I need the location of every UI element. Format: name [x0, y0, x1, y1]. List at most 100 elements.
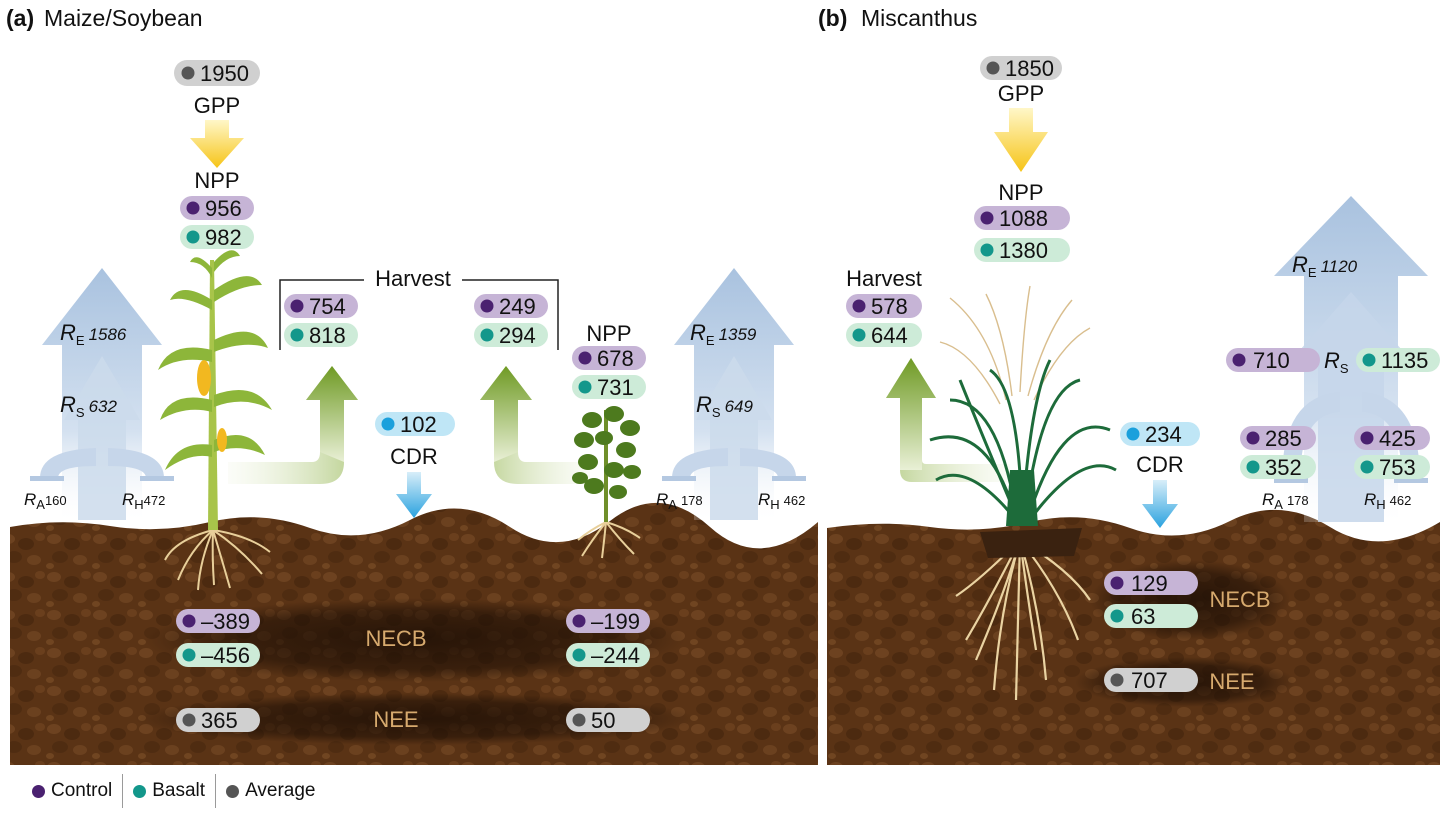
- rs-basalt-pill-b: 1135: [1356, 348, 1440, 373]
- legend: Control Basalt Average: [22, 774, 326, 808]
- soy-npp-control-pill: 678: [572, 346, 646, 371]
- svg-text:234: 234: [1145, 422, 1182, 447]
- gpp-label-b: GPP: [998, 81, 1044, 106]
- panel-b-tag: (b): [818, 5, 847, 31]
- maize-npp-label: NPP: [194, 168, 239, 193]
- cdr-label-b: CDR: [1136, 452, 1184, 477]
- svg-text:249: 249: [499, 294, 536, 319]
- svg-text:–389: –389: [201, 609, 250, 634]
- legend-divider: [122, 774, 124, 808]
- svg-text:129: 129: [1131, 571, 1168, 596]
- svg-text:102: 102: [400, 412, 437, 437]
- soy-npp-label: NPP: [586, 321, 631, 346]
- panel-b-title: Miscanthus: [861, 5, 977, 31]
- legend-control-label: Control: [51, 780, 113, 801]
- nee-label-a: NEE: [373, 707, 418, 732]
- cdr-arrow-a: [396, 472, 432, 518]
- left-rh-label-a: RH472: [122, 490, 165, 512]
- gpp-pill-b: 1850: [980, 56, 1062, 81]
- svg-text:753: 753: [1379, 455, 1416, 480]
- cdr-label-a: CDR: [390, 444, 438, 469]
- respiration-arrows-left-a: [30, 268, 174, 520]
- gpp-arrow-b: [994, 108, 1048, 172]
- svg-text:352: 352: [1265, 455, 1302, 480]
- necb-label-a: NECB: [365, 626, 426, 651]
- cdr-arrow-b: [1142, 480, 1178, 528]
- svg-text:956: 956: [205, 196, 242, 221]
- panel-a-tag: (a): [6, 5, 34, 31]
- harvest-label-b: Harvest: [846, 266, 922, 291]
- npp-control-pill-b: 1088: [974, 206, 1070, 231]
- necb-control-pill-b: 129: [1104, 571, 1198, 596]
- control-dot-icon: [32, 784, 45, 798]
- legend-divider: [215, 774, 217, 808]
- legend-average: Average: [216, 780, 325, 802]
- svg-text:365: 365: [201, 708, 238, 733]
- necb-soy-basalt-pill: –244: [566, 643, 650, 668]
- gpp-arrow-a: [190, 120, 244, 168]
- harvest-basalt-pill-b: 644: [846, 323, 922, 348]
- maize-npp-basalt-pill: 982: [180, 225, 254, 250]
- maize-npp-control-pill: 956: [180, 196, 254, 221]
- rs-control-pill-b: 710: [1226, 348, 1320, 373]
- svg-text:1380: 1380: [999, 238, 1048, 263]
- nee-average-pill-b: 707: [1104, 668, 1198, 693]
- necb-soy-control-pill: –199: [566, 609, 650, 634]
- necb-shade-a: [145, 598, 685, 682]
- average-dot-icon: [226, 784, 240, 798]
- svg-text:425: 425: [1379, 426, 1416, 451]
- svg-text:–244: –244: [591, 643, 640, 668]
- svg-text:1135: 1135: [1381, 348, 1428, 373]
- respiration-arrows-right-a: [662, 268, 806, 520]
- harvest-control-pill-b: 578: [846, 294, 922, 319]
- legend-basalt: Basalt: [123, 780, 215, 802]
- svg-text:678: 678: [597, 346, 634, 371]
- svg-text:818: 818: [309, 323, 346, 348]
- harvest-soy-control-pill: 249: [474, 294, 548, 319]
- harvest-label-a: Harvest: [375, 266, 451, 291]
- soy-npp-basalt-pill: 731: [572, 375, 646, 400]
- svg-text:294: 294: [499, 323, 536, 348]
- harvest-maize-control-pill: 754: [284, 294, 358, 319]
- npp-label-b: NPP: [998, 180, 1043, 205]
- svg-text:731: 731: [597, 375, 634, 400]
- svg-text:–199: –199: [591, 609, 640, 634]
- necb-maize-control-pill: –389: [176, 609, 260, 634]
- svg-text:644: 644: [871, 323, 908, 348]
- ra-control-pill-b: 285: [1240, 426, 1316, 451]
- nee-shade-a: [135, 693, 695, 745]
- harvest-arrow-b: [886, 358, 1010, 482]
- svg-text:1950: 1950: [200, 61, 249, 86]
- soil-panel-b: [827, 509, 1440, 765]
- svg-text:1850: 1850: [1005, 56, 1054, 81]
- harvest-arrow-soy: [480, 366, 590, 484]
- gpp-label-a: GPP: [194, 93, 240, 118]
- legend-average-label: Average: [245, 780, 316, 801]
- rs-label-b: RS: [1324, 348, 1349, 376]
- harvest-maize-basalt-pill: 818: [284, 323, 358, 348]
- necb-label-b: NECB: [1209, 587, 1270, 612]
- necb-basalt-pill-b: 63: [1104, 604, 1198, 629]
- nee-maize-average-pill: 365: [176, 708, 260, 733]
- svg-text:707: 707: [1131, 668, 1168, 693]
- harvest-arrow-maize: [228, 366, 358, 484]
- soybean-plant-icon: [572, 406, 641, 559]
- svg-text:710: 710: [1253, 348, 1290, 373]
- svg-text:285: 285: [1265, 426, 1302, 451]
- gpp-pill-a: 1950: [174, 60, 260, 86]
- miscanthus-plant-icon: [929, 285, 1117, 701]
- harvest-soy-basalt-pill: 294: [474, 323, 548, 348]
- svg-text:–456: –456: [201, 643, 250, 668]
- svg-text:578: 578: [871, 294, 908, 319]
- cdr-pill-a: 102: [375, 412, 455, 437]
- svg-text:982: 982: [205, 225, 242, 250]
